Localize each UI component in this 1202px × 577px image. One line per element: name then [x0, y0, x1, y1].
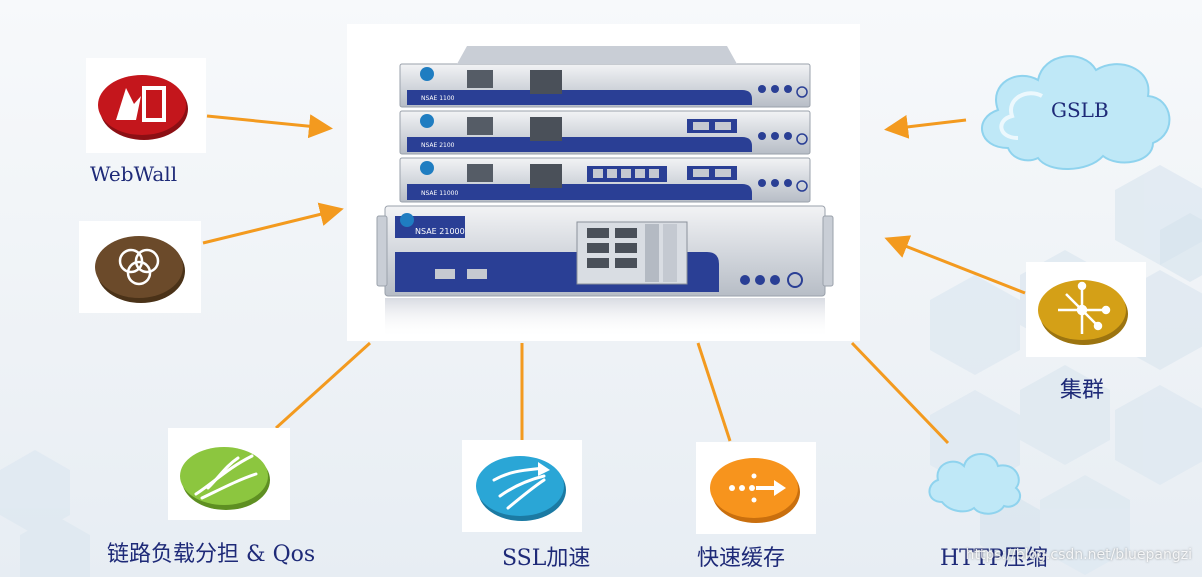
watermark: https://blog.csdn.net/bluepangzi	[965, 547, 1192, 563]
node-icon-box	[79, 221, 201, 313]
node-network-icon	[95, 236, 185, 303]
cache-label: 快速缓存	[697, 546, 786, 571]
load-balance-label: 链路负载分担 & Qos	[107, 542, 316, 567]
gslb-label: GSLB	[1051, 98, 1109, 122]
ssl-acceleration-icon	[476, 456, 566, 521]
load-balance-icon-box	[168, 428, 290, 520]
cache-icon	[710, 458, 800, 523]
ssl-label: SSL加速	[502, 546, 591, 571]
gslb-cloud-box: GSLB	[968, 38, 1184, 178]
cache-icon-box	[696, 442, 816, 534]
device-unit-2: NSAE 2100	[399, 110, 811, 155]
load-balance-icon	[180, 447, 270, 510]
http-cloud-box	[920, 440, 1030, 520]
cluster-icon	[1038, 280, 1128, 345]
ssl-icon-box	[462, 440, 582, 532]
device-model-label: NSAE 11000	[421, 190, 458, 197]
device-stack-panel: NSAE 1100 NSAE 2100	[347, 24, 860, 341]
device-model-label: NSAE 21000	[415, 227, 465, 236]
http-compress-label: HTTP压缩	[940, 546, 1048, 571]
gslb-cloud-icon	[981, 55, 1171, 170]
device-model-label: NSAE 2100	[421, 142, 455, 149]
connector-load-balance	[274, 341, 372, 430]
http-compress-cloud-icon	[928, 453, 1022, 515]
connector-cache	[696, 342, 732, 442]
cluster-label: 集群	[1060, 378, 1105, 403]
webwall-label: WebWall	[90, 162, 178, 186]
device-reflection	[385, 298, 825, 338]
device-unit-1: NSAE 1100	[399, 46, 811, 108]
webwall-firewall-icon	[98, 75, 188, 140]
device-model-label: NSAE 1100	[421, 95, 455, 102]
arrow-cluster	[884, 235, 1026, 295]
arrow-node	[202, 202, 344, 245]
device-stack: NSAE 1100 NSAE 2100	[376, 46, 834, 338]
arrow-gslb	[884, 114, 967, 139]
device-unit-3: NSAE 11000	[399, 157, 811, 203]
webwall-icon-box	[86, 58, 206, 153]
device-unit-4: NSAE 21000	[376, 205, 834, 297]
arrow-webwall	[206, 114, 333, 139]
cluster-icon-box	[1026, 262, 1146, 357]
connector-http	[850, 341, 950, 445]
